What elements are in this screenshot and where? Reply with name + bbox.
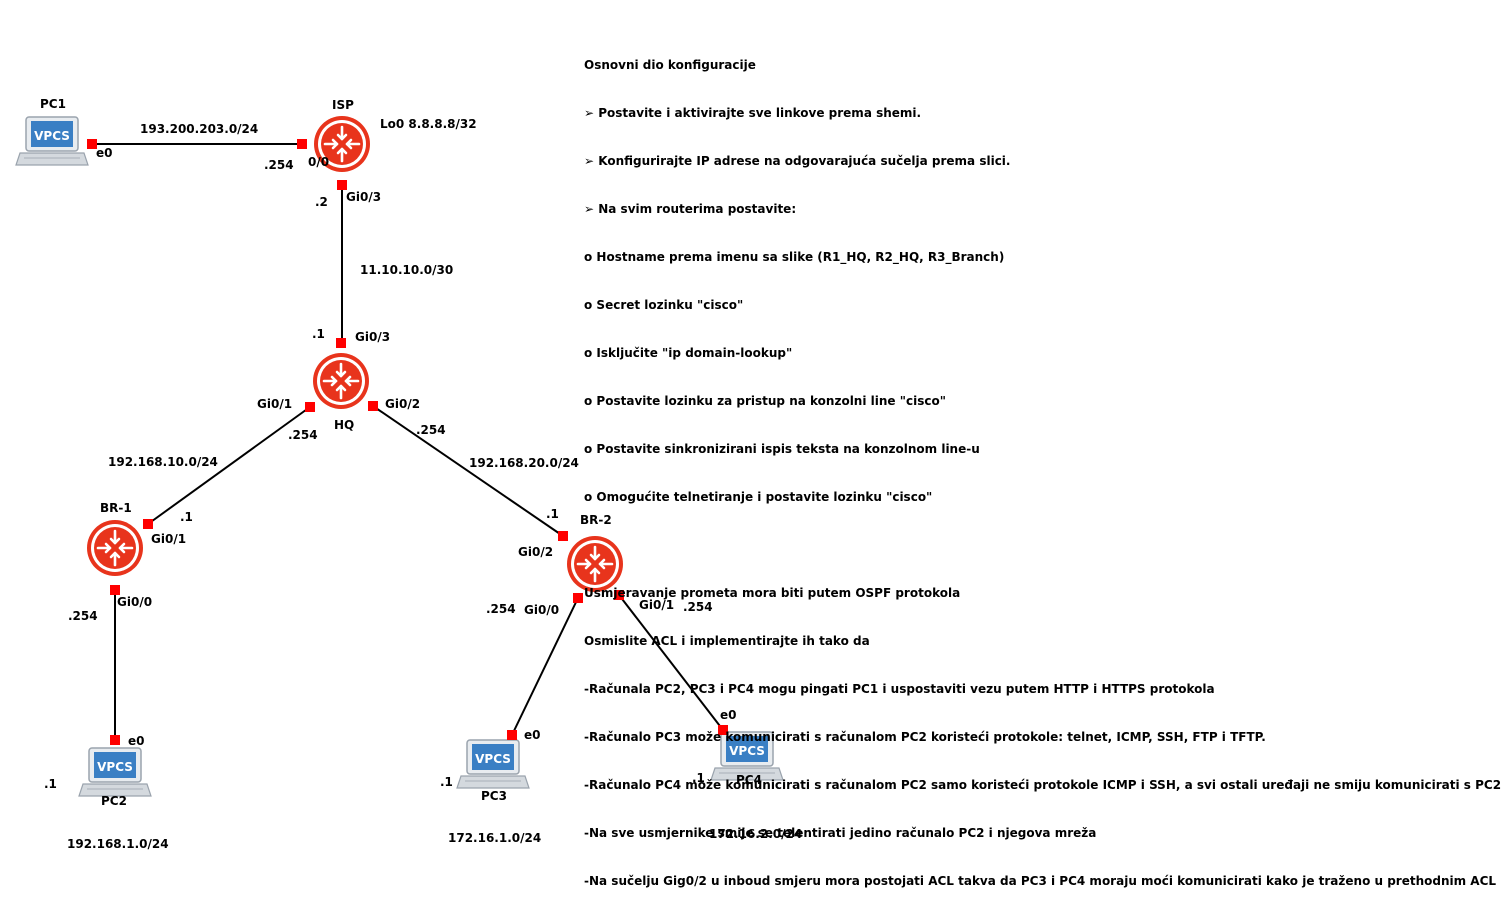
instruction-line: -Računalo PC3 može komunicirati s računa… [584, 730, 1266, 744]
br2-ip-hq: .1 [546, 507, 559, 521]
net-isp-hq: 11.10.10.0/30 [360, 263, 453, 277]
net-lan-pc4: 172.16.2.0/24 [709, 827, 802, 841]
router-br1[interactable] [85, 518, 145, 578]
br2-ip-pc4: .254 [683, 600, 713, 614]
net-hq-br1: 192.168.10.0/24 [108, 455, 218, 469]
pc1-badge: VPCS [34, 129, 70, 143]
pc4-name: PC4 [736, 773, 762, 787]
isp-ip-hq: .2 [315, 195, 328, 209]
port-isp-00 [297, 139, 307, 149]
router-icon [85, 518, 145, 578]
link-hq-br1 [147, 406, 311, 525]
pc3-badge: VPCS [475, 752, 511, 766]
instruction-line: Osnovni dio konfiguracije [584, 58, 756, 72]
pc3-iface: e0 [524, 728, 541, 742]
hq-name: HQ [334, 418, 354, 432]
instruction-line: o Isključite "ip domain-lookup" [584, 346, 793, 360]
instruction-line: Usmjeravanje prometa mora biti putem OSP… [584, 586, 961, 600]
instruction-line: Osmislite ACL i implementirajte ih tako … [584, 634, 870, 648]
br2-ip-pc3: .254 [486, 602, 516, 616]
port-br2-gi01 [614, 590, 624, 600]
br2-name: BR-2 [580, 513, 612, 527]
isp-if-hq: Gi0/3 [346, 190, 381, 204]
port-pc2-e0 [110, 735, 120, 745]
pc3-ip: .1 [440, 775, 453, 789]
pc2-name: PC2 [101, 794, 127, 808]
port-pc4-e0 [718, 725, 728, 735]
br1-if-pc2: Gi0/0 [117, 595, 152, 609]
br1-ip-pc2: .254 [68, 609, 98, 623]
pc3[interactable]: VPCS [456, 739, 530, 789]
pc2-badge: VPCS [97, 760, 133, 774]
hq-if-br1: Gi0/1 [257, 397, 292, 411]
br1-ip-hq: .1 [180, 510, 193, 524]
instruction-line: o Postavite lozinku za pristup na konzol… [584, 394, 946, 408]
hq-ip-br2: .254 [416, 423, 446, 437]
port-hq-gi01 [305, 402, 315, 412]
port-br2-gi00 [573, 593, 583, 603]
instruction-line: -Računalo PC4 može komunicirati s računa… [584, 778, 1501, 792]
instruction-line: ➢ Konfigurirajte IP adrese na odgovaraju… [584, 154, 1011, 168]
pc4-iface: e0 [720, 708, 737, 722]
pc2[interactable]: VPCS [78, 747, 152, 797]
port-hq-gi02 [368, 401, 378, 411]
isp-ip-pc1: .254 [264, 158, 294, 172]
hq-if-isp: Gi0/3 [355, 330, 390, 344]
instruction-line: o Omogućite telnetiranje i postavite loz… [584, 490, 933, 504]
instruction-line: -Računala PC2, PC3 i PC4 mogu pingati PC… [584, 682, 1215, 696]
br1-name: BR-1 [100, 501, 132, 515]
hq-if-br2: Gi0/2 [385, 397, 420, 411]
port-hq-gi03 [336, 338, 346, 348]
pc1-iface: e0 [96, 146, 113, 160]
link-br2-pc3 [511, 597, 579, 736]
port-br2-gi02 [558, 531, 568, 541]
br2-if-pc3: Gi0/0 [524, 603, 559, 617]
port-isp-gi03 [337, 180, 347, 190]
pc2-iface: e0 [128, 734, 145, 748]
pc1-name: PC1 [40, 97, 66, 111]
instruction-line: ➢ Postavite i aktivirajte sve linkove pr… [584, 106, 922, 120]
net-lan-pc3: 172.16.1.0/24 [448, 831, 541, 845]
topology-diagram: VPCS VPCS VPCS VPCS PC1 e0 193.200.203.0… [15, 97, 802, 851]
isp-name: ISP [332, 98, 354, 112]
router-icon [311, 351, 371, 411]
port-br1-gi01 [143, 519, 153, 529]
pc1[interactable]: VPCS [15, 116, 89, 166]
net-hq-br2: 192.168.20.0/24 [469, 456, 579, 470]
br2-if-pc4: Gi0/1 [639, 598, 674, 612]
br1-if-hq: Gi0/1 [151, 532, 186, 546]
router-hq[interactable] [311, 351, 371, 411]
pc2-ip: .1 [44, 777, 57, 791]
port-pc3-e0 [507, 730, 517, 740]
br2-if-hq: Gi0/2 [518, 545, 553, 559]
instruction-line: o Secret lozinku "cisco" [584, 298, 744, 312]
port-br1-gi00 [110, 585, 120, 595]
hq-ip-br1: .254 [288, 428, 318, 442]
link-br2-pc4 [618, 594, 724, 731]
lab-instructions: Osnovni dio konfiguracije ➢ Postavite i … [584, 25, 1501, 905]
net-pc1-isp: 193.200.203.0/24 [140, 122, 258, 136]
hq-ip-isp: .1 [312, 327, 325, 341]
port-pc1-e0 [87, 139, 97, 149]
isp-if-pc1: 0/0 [308, 155, 329, 169]
pc4-badge: VPCS [729, 744, 765, 758]
instruction-line: o Postavite sinkronizirani ispis teksta … [584, 442, 980, 456]
isp-loopback: Lo0 8.8.8.8/32 [380, 117, 477, 131]
instruction-line: o Hostname prema imenu sa slike (R1_HQ, … [584, 250, 1005, 264]
instruction-line: -Na sučelju Gig0/2 u inboud smjeru mora … [584, 874, 1497, 888]
instruction-line [584, 537, 1501, 553]
instruction-line: -Na sve usmjernike smije se telentirati … [584, 826, 1097, 840]
pc4[interactable]: VPCS [710, 731, 784, 781]
instruction-line: ➢ Na svim routerima postavite: [584, 202, 797, 216]
pc4-ip: .1 [692, 771, 705, 785]
link-hq-br2 [372, 405, 564, 537]
pc3-name: PC3 [481, 789, 507, 803]
net-lan-pc2: 192.168.1.0/24 [67, 837, 169, 851]
